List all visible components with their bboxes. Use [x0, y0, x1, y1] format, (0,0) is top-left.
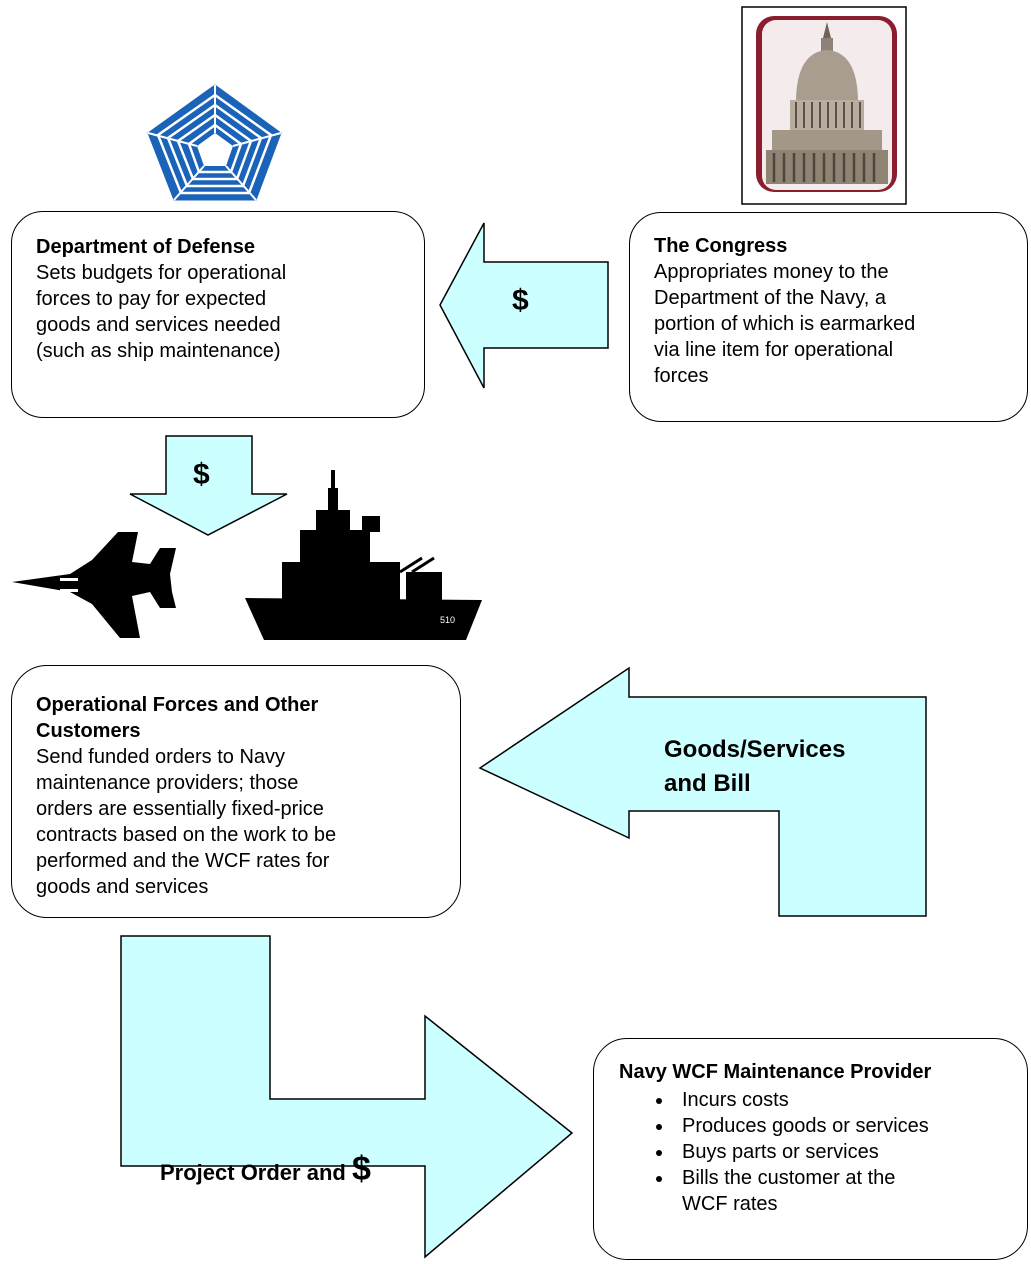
jet-fighter-icon	[12, 532, 176, 638]
forces-line: orders are essentially fixed-price	[36, 798, 324, 820]
forces-line: maintenance providers; those	[36, 772, 299, 794]
forces-title-line: Operational Forces and Other	[36, 694, 319, 716]
provider-bullet-list: Incurs costs Produces goods or services …	[594, 1087, 929, 1217]
capitol-building-icon	[741, 6, 907, 205]
goods-services-line: and Bill	[664, 770, 751, 797]
forces-line: performed and the WCF rates for	[36, 850, 330, 872]
warship-icon: 510	[245, 470, 482, 640]
congress-line: forces	[654, 365, 709, 387]
congress-line: Department of the Navy, a	[654, 287, 886, 309]
project-order-label: Project Order and $	[160, 1150, 371, 1189]
forces-line: contracts based on the work to be	[36, 824, 337, 846]
goods-services-label: Goods/Services and Bill	[664, 733, 845, 801]
congress-line: portion of which is earmarked	[654, 313, 916, 335]
forces-title-line: Customers	[36, 720, 141, 742]
provider-bullet: Produces goods or services	[674, 1113, 929, 1139]
arrow-congress-to-dod	[439, 222, 609, 389]
dod-line: (such as ship maintenance)	[36, 340, 281, 362]
provider-bullet-continuation: WCF rates	[682, 1193, 778, 1215]
provider-title: Navy WCF Maintenance Provider	[619, 1061, 932, 1083]
project-order-text: Project Order and	[160, 1160, 352, 1185]
congress-line: via line item for operational	[654, 339, 894, 361]
provider-bullet: Incurs costs	[674, 1087, 929, 1113]
congress-line: Appropriates money to the	[654, 261, 889, 283]
provider-box: Navy WCF Maintenance Provider Incurs cos…	[593, 1038, 1028, 1260]
arrow-dod-to-forces	[129, 435, 288, 536]
provider-bullet-text: Bills the customer at the	[682, 1167, 896, 1189]
provider-bullet: Buys parts or services	[674, 1139, 929, 1165]
dod-title: Department of Defense	[36, 236, 255, 258]
dod-box: Department of Defense Sets budgets for o…	[11, 211, 425, 418]
congress-box: The Congress Appropriates money to the D…	[629, 212, 1028, 422]
forces-box: Operational Forces and Other Customers S…	[11, 665, 461, 918]
arrow-project-order	[120, 935, 574, 1259]
dod-line: goods and services needed	[36, 314, 281, 336]
congress-dod-dollar-label: $	[512, 284, 529, 317]
goods-services-line: Goods/Services	[664, 736, 846, 763]
dod-forces-dollar-label: $	[193, 458, 210, 491]
arrow-goods-services	[478, 666, 927, 917]
svg-text:510: 510	[440, 615, 455, 625]
dod-line: forces to pay for expected	[36, 288, 267, 310]
congress-title: The Congress	[654, 235, 788, 257]
pentagon-logo-icon	[147, 84, 282, 201]
forces-line: goods and services	[36, 876, 209, 898]
dod-line: Sets budgets for operational	[36, 262, 287, 284]
forces-line: Send funded orders to Navy	[36, 746, 286, 768]
project-order-dollar: $	[351, 1150, 371, 1188]
